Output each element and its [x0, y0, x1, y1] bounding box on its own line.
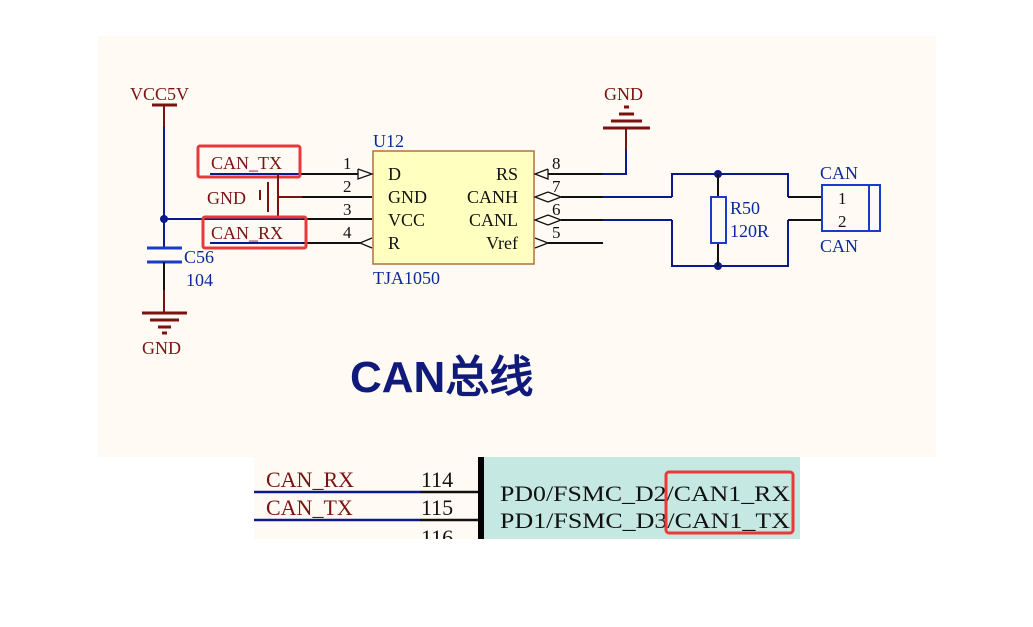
highlight-can-rx — [201, 215, 308, 250]
schematic-title: CAN总线 — [350, 353, 533, 402]
net-can-rx-label: CAN_RX — [211, 223, 283, 243]
pin5-number: 5 — [552, 223, 561, 242]
pin7-number: 7 — [552, 177, 561, 196]
gnd-bottom-label: GND — [142, 338, 181, 358]
vcc5v-label: VCC5V — [130, 84, 189, 104]
pin6-number: 6 — [552, 200, 561, 219]
gnd-symbol-bottom — [142, 311, 187, 335]
r50-body — [710, 196, 727, 244]
mcu-pin114-function: PD0/FSMC_D2/CAN1_RX — [500, 481, 790, 506]
connector-pin1: 1 — [838, 189, 847, 208]
connector-label-top: CAN — [820, 163, 858, 183]
highlight-can-tx — [196, 144, 302, 179]
canh-loop-wire — [671, 173, 789, 197]
chip-part: TJA1050 — [373, 268, 440, 288]
pin7-name: CANH — [467, 187, 518, 207]
gnd-top-label: GND — [604, 84, 643, 104]
mcu-pin114-number: 114 — [421, 467, 453, 492]
c56-ref: C56 — [184, 247, 214, 267]
pin2-name: GND — [388, 187, 427, 207]
net-can-tx-label: CAN_TX — [211, 153, 282, 173]
pin6-name: CANL — [469, 210, 518, 230]
highlight-can1-pins — [664, 470, 795, 535]
mcu-pin115-number: 115 — [421, 495, 453, 520]
mcu-pin115-function: PD1/FSMC_D3/CAN1_TX — [500, 508, 790, 533]
pin5-name: Vref — [486, 233, 518, 253]
connector-pin2: 2 — [838, 212, 847, 231]
pin4-name: R — [388, 233, 400, 253]
pin3-number: 3 — [343, 200, 352, 219]
mcu-pin116-number: 116 — [421, 525, 453, 550]
canl-loop-wire — [671, 220, 789, 267]
pin1-name: D — [388, 164, 401, 184]
mcu-net-tx-label: CAN_TX — [266, 495, 353, 520]
pin7-bidir-arrow — [533, 191, 549, 203]
pin6-bidir-arrow — [533, 214, 549, 226]
gnd-symbol-top — [603, 105, 650, 130]
connector-label-bottom: CAN — [820, 236, 858, 256]
gnd-inline-label: GND — [207, 188, 246, 208]
pin4-number: 4 — [343, 223, 352, 242]
mcu-body-edge — [478, 457, 484, 539]
pin1-number: 1 — [343, 154, 352, 173]
pin3-name: VCC — [388, 210, 425, 230]
chip-ref: U12 — [373, 131, 404, 151]
wire-pin8-gnd — [603, 150, 627, 175]
r50-value: 120R — [730, 221, 769, 241]
chip-body — [372, 150, 535, 265]
pin8-name: RS — [496, 164, 518, 184]
r50-ref: R50 — [730, 198, 760, 218]
pin2-number: 2 — [343, 177, 352, 196]
pin8-number: 8 — [552, 154, 561, 173]
pin4-output-arrow — [358, 237, 373, 249]
pin1-input-arrow — [357, 168, 374, 180]
mcu-net-rx-label: CAN_RX — [266, 467, 354, 492]
connector-body — [821, 184, 881, 232]
c56-value: 104 — [186, 270, 213, 290]
